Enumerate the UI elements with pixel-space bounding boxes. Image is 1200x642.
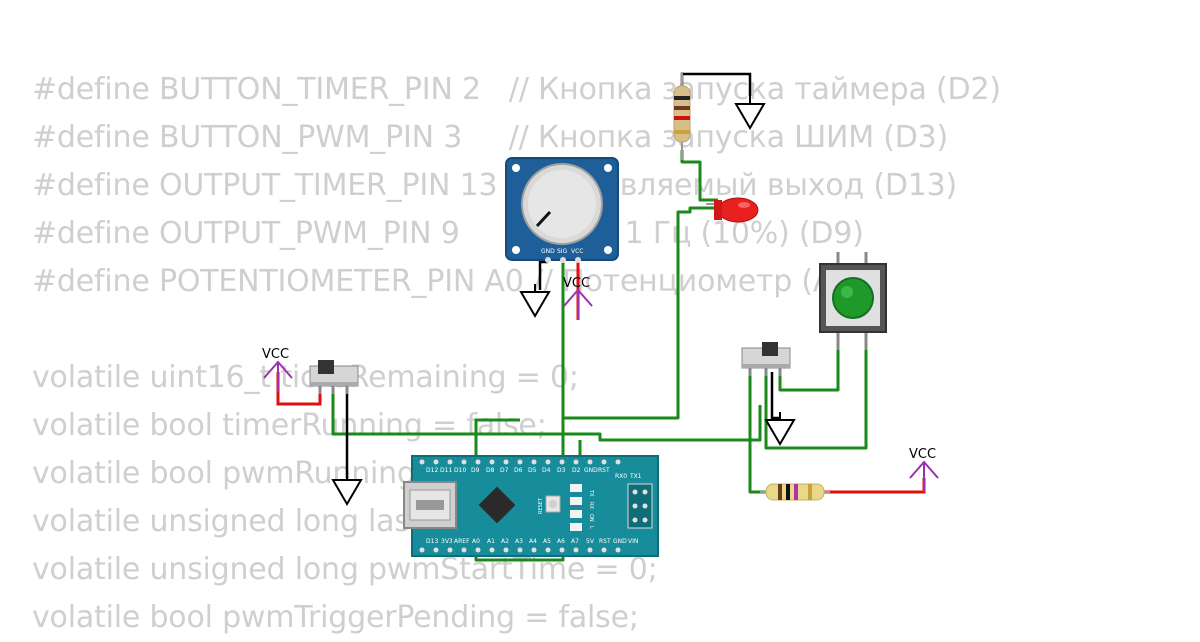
pin-label: RX0 <box>615 473 627 480</box>
pin-label: GND <box>613 538 627 545</box>
pin-label: A6 <box>557 538 565 545</box>
wire-led-anode <box>680 150 718 202</box>
pin-label: D3 <box>557 467 566 474</box>
code-line: volatile bool timerRunning = false; <box>32 408 547 443</box>
pin-label: D10 <box>454 467 466 474</box>
resistor-icon <box>760 483 830 501</box>
pot-pin-gnd: GND <box>541 248 555 255</box>
pin-label: TX1 <box>629 473 642 480</box>
vcc-arrow-icon <box>263 360 293 392</box>
ground-symbol-icon <box>332 471 362 505</box>
code-line: volatile unsigned long pwmStartTime = 0; <box>32 552 658 587</box>
usb-connector-icon <box>403 481 457 529</box>
led-label-rx: RX <box>588 502 594 509</box>
pin-label: A5 <box>543 538 551 545</box>
code-line: #define BUTTON_PWM_PIN 3 // Кнопка запус… <box>32 120 949 155</box>
vcc-label-right-resistor: VCC <box>909 447 936 462</box>
vcc-label-pot: VCC <box>563 276 590 291</box>
wire-pot-gnd <box>538 260 548 290</box>
vcc-arrow-icon <box>909 460 939 492</box>
pin-label: D7 <box>500 467 509 474</box>
ground-symbol-icon <box>765 411 795 445</box>
pin-label: D5 <box>528 467 537 474</box>
pin-label: A0 <box>472 538 480 545</box>
pin-label: D12 <box>426 467 438 474</box>
ground-symbol-icon <box>520 283 550 317</box>
pin-label: A3 <box>515 538 523 545</box>
pin-label: D8 <box>486 467 495 474</box>
led-label-on: ON <box>588 514 594 522</box>
pin-label: VIN <box>628 538 638 545</box>
reset-label: RESET <box>538 497 544 514</box>
pin-label: A4 <box>529 538 537 545</box>
code-line: volatile bool pwmTriggerPending = false; <box>32 600 639 635</box>
wire-resistor-vcc <box>822 478 926 494</box>
slide-switch-icon[interactable] <box>309 360 359 394</box>
pin-label: D11 <box>440 467 452 474</box>
wire-button-left-pin <box>778 350 840 392</box>
pin-label: D9 <box>471 467 480 474</box>
pin-label: D13 <box>426 538 438 545</box>
pin-label: RST <box>598 467 610 474</box>
slide-switch-icon[interactable] <box>741 342 791 376</box>
pin-label: 5V <box>586 538 595 545</box>
pot-pin-vcc: VCC <box>571 248 583 255</box>
led-label-tx: TX <box>588 489 594 497</box>
pin-label: D4 <box>542 467 551 474</box>
resistor-icon <box>673 72 691 160</box>
wire-right-switch-gnd <box>770 372 780 420</box>
pin-label: D2 <box>572 467 581 474</box>
pin-label: A1 <box>487 538 495 545</box>
pin-label: 3V3 <box>441 538 453 545</box>
vcc-arrow-icon <box>563 288 593 320</box>
pin-label: AREF <box>454 538 470 545</box>
wire-top-resistor-gnd <box>680 72 752 96</box>
potentiometer-icon <box>505 157 619 263</box>
wire-d9-to-pwm <box>474 418 520 458</box>
vcc-label-left-switch: VCC <box>262 347 289 362</box>
pin-label: D6 <box>514 467 523 474</box>
pin-label: A7 <box>571 538 579 545</box>
code-line: #define OUTPUT_TIMER_PIN 13 // Управляем… <box>32 168 958 203</box>
wire-button-right-pin <box>764 350 868 450</box>
pushbutton-icon[interactable] <box>819 252 887 350</box>
nano-bottom-pin-labels: D13 3V3 AREF A0 A1 A2 A3 A4 A5 A6 A7 5V … <box>426 538 638 545</box>
pot-pin-sig: SIG <box>557 248 568 255</box>
nano-top-pin-labels: D12 D11 D10 D9 D8 D7 D6 D5 D4 D3 D2 GND … <box>426 467 642 480</box>
led-icon <box>706 197 759 223</box>
led-label-l: L <box>588 526 594 529</box>
pin-label: RST <box>599 538 611 545</box>
wire-left-switch <box>331 390 762 442</box>
green-wires <box>331 150 868 562</box>
ground-symbol-icon <box>735 95 765 129</box>
pin-label: A2 <box>501 538 509 545</box>
pin-label: GND <box>584 467 598 474</box>
